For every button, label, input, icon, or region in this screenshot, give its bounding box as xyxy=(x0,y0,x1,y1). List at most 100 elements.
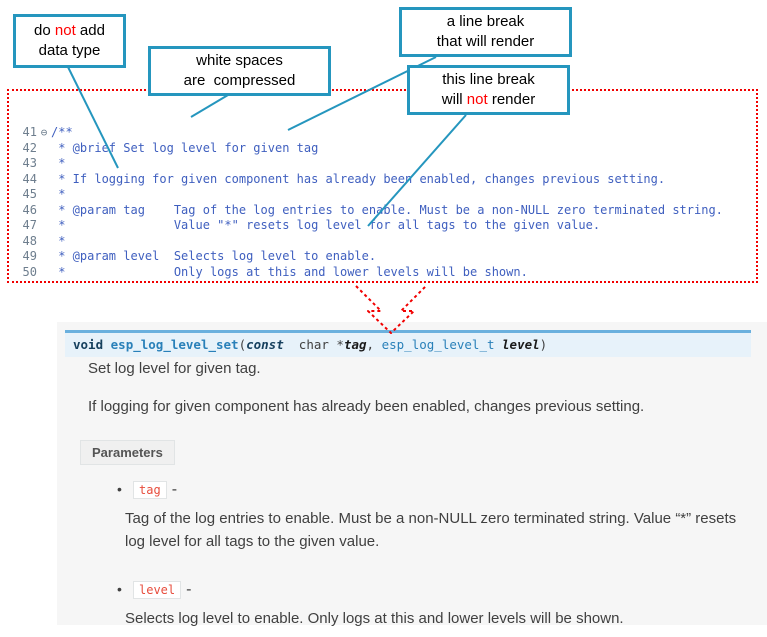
parameters-label: Parameters xyxy=(80,440,175,465)
signature-token: char * xyxy=(283,337,344,352)
code-token: * @brief Set log level for given tag xyxy=(51,140,319,155)
signature-token: ) xyxy=(539,337,548,352)
line-number: 42 xyxy=(22,140,37,155)
fold-spacer xyxy=(37,265,51,281)
line-number: 44 xyxy=(22,171,37,186)
code-line: 47 * Value "*" resets log level for all … xyxy=(9,218,756,234)
fold-spacer xyxy=(37,172,51,188)
signature-token xyxy=(495,337,503,352)
callout-text-part: render xyxy=(487,91,536,108)
code-line: 45 * xyxy=(9,187,756,203)
parameter-item: • level- Selects log level to enable. Only… xyxy=(117,579,765,630)
code-token: /** xyxy=(51,125,73,139)
code-text: * @param level Selects log level to enab… xyxy=(51,249,376,265)
code-text: * @brief Set log level for given tag xyxy=(51,141,318,157)
fold-spacer xyxy=(37,234,51,250)
code-line: 50 * Only logs at this and lower levels … xyxy=(9,265,756,281)
code-token: * xyxy=(51,187,66,201)
code-editor: 41⊖/**42 * @brief Set log level for give… xyxy=(7,89,758,283)
code-text: * xyxy=(51,234,65,250)
callout-white-spaces-compressed: white spaces are compressed xyxy=(148,46,331,96)
code-token: * Value "*" resets log level for all tag… xyxy=(51,218,601,232)
signature-token: tag xyxy=(343,337,367,352)
param-description: Tag of the log entries to enable. Must b… xyxy=(125,510,737,550)
signature-token: ( xyxy=(238,337,247,352)
code-token: * If logging for given component has alr… xyxy=(51,171,666,186)
callout-text-line: white spaces xyxy=(196,51,283,69)
param-separator: - xyxy=(186,581,192,598)
callout-text-line: data type xyxy=(38,42,101,59)
doc-brief-paragraph: Set log level for given tag. xyxy=(88,360,261,377)
code-token: * Only logs at this and lower levels wil… xyxy=(51,264,528,279)
code-token: * @param level Selects log level to enab… xyxy=(51,249,377,263)
line-number: 48 xyxy=(22,233,37,248)
fold-spacer xyxy=(37,249,51,265)
param-name-chip: tag xyxy=(133,481,167,499)
code-line: 41⊖/** xyxy=(9,125,756,141)
callout-text-part: will xyxy=(441,91,467,108)
signature-token: void xyxy=(73,337,104,352)
line-number: 50 xyxy=(22,264,37,279)
param-description: Selects log level to enable. Only logs a… xyxy=(125,610,624,627)
callout-line-break-will-render: a line break that will render xyxy=(399,7,572,57)
line-number: 46 xyxy=(22,202,37,217)
fold-spacer xyxy=(37,203,51,219)
code-text: * xyxy=(51,187,65,203)
callout-text-part: do xyxy=(34,21,55,39)
code-text: */ xyxy=(51,280,72,281)
callout-do-not-add-data-type: do not add data type xyxy=(13,14,126,68)
callout-text-part: add xyxy=(75,21,105,39)
callout-text-part-red: not xyxy=(466,91,488,108)
parameter-head: • level- xyxy=(117,579,765,600)
parameter-list: •tag-Tag of the log entries to enable. M… xyxy=(117,479,765,637)
line-number: 43 xyxy=(22,156,37,170)
code-text: * Value "*" resets log level for all tag… xyxy=(51,218,600,234)
bullet-icon: • xyxy=(117,581,122,597)
code-line: 43 * xyxy=(9,156,756,172)
code-line: 51 */ xyxy=(9,280,756,281)
line-number: 51 xyxy=(9,280,37,281)
doc-detail-paragraph: If logging for given component has alrea… xyxy=(88,398,645,415)
code-token: */ xyxy=(51,280,72,281)
line-number: 47 xyxy=(22,218,37,232)
code-line: 48 * xyxy=(9,234,756,250)
callout-text-line: a line break xyxy=(446,12,525,30)
code-line: 46 * @param tag Tag of the log entries t… xyxy=(9,203,756,219)
callout-text-line: this line break xyxy=(442,70,535,88)
code-line: 49 * @param level Selects log level to e… xyxy=(9,249,756,265)
parameter-head: • tag- xyxy=(117,479,765,500)
callout-text-part-red: not xyxy=(54,21,76,39)
signature-token: esp_log_level_t xyxy=(381,337,495,352)
code-line: 44 * If logging for given component has … xyxy=(9,172,756,188)
signature-token: level xyxy=(502,337,540,352)
line-number: 41 xyxy=(22,125,37,139)
code-text: * xyxy=(51,156,65,172)
code-text: /** xyxy=(51,125,73,141)
code-token: * xyxy=(51,156,66,170)
fold-spacer xyxy=(37,156,51,172)
signature-token: , xyxy=(366,337,382,352)
fold-spacer xyxy=(37,187,51,203)
code-line: 42 * @brief Set log level for given tag xyxy=(9,141,756,157)
parameter-item: • tag- Tag of the log entries to enable. M… xyxy=(117,479,765,553)
line-number: 49 xyxy=(22,249,37,263)
fold-spacer xyxy=(37,141,51,157)
callout-text-line: do not add xyxy=(34,21,105,41)
fold-spacer xyxy=(37,218,51,234)
signature-token: esp_log_level_set xyxy=(110,337,239,352)
code-lines: 41⊖/**42 * @brief Set log level for give… xyxy=(9,125,756,281)
line-number: 45 xyxy=(22,187,37,201)
callout-text-line: that will render xyxy=(436,33,535,50)
code-token: * @param tag Tag of the log entries to e… xyxy=(51,202,723,217)
param-name-chip: level xyxy=(133,581,182,599)
callout-text-line: are compressed xyxy=(183,72,296,89)
code-text: * Only logs at this and lower levels wil… xyxy=(51,265,528,281)
code-text: * @param tag Tag of the log entries to e… xyxy=(51,203,723,219)
rendered-doc-panel: void esp_log_level_set(const char *tag, … xyxy=(57,322,767,627)
code-text: * If logging for given component has alr… xyxy=(51,172,665,188)
callout-text-line: will not render xyxy=(442,90,535,110)
fold-toggle-icon[interactable]: ⊖ xyxy=(40,126,48,139)
fold-spacer xyxy=(37,280,51,281)
bullet-icon: • xyxy=(117,481,122,497)
param-separator: - xyxy=(171,481,178,498)
